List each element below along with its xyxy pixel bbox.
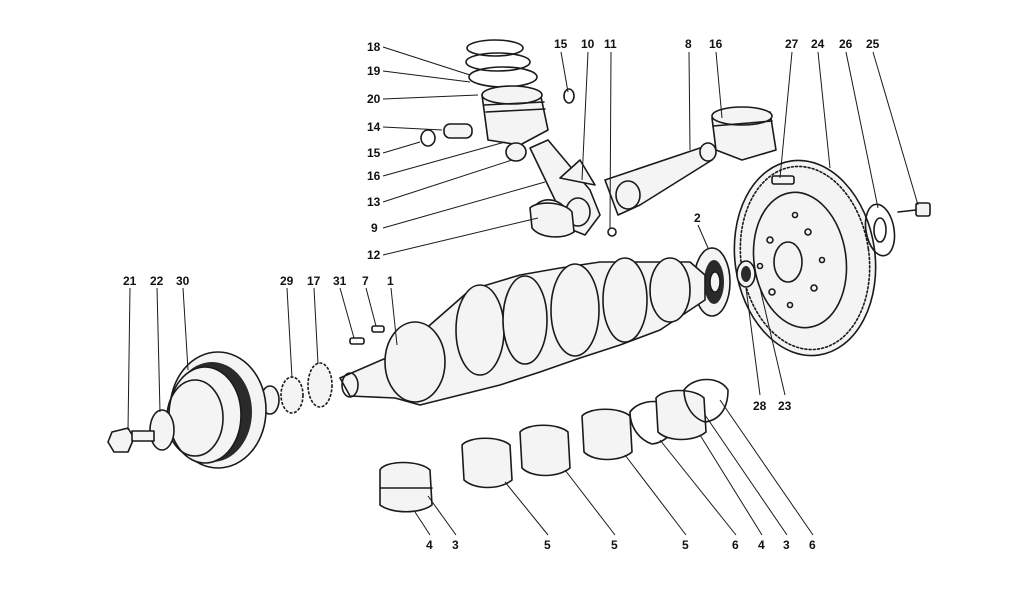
callout-22: 22 <box>150 274 164 288</box>
callout-4: 4 <box>426 538 433 552</box>
piston-pin <box>420 88 575 147</box>
callout-14: 14 <box>367 120 381 134</box>
piston-rings <box>465 39 538 88</box>
callout-19: 19 <box>367 64 381 78</box>
callout-21: 21 <box>123 274 137 288</box>
callout-26: 26 <box>839 37 853 51</box>
callout-27: 27 <box>785 37 799 51</box>
callout-8: 8 <box>685 37 692 51</box>
callout-labels: 18 19 20 14 15 16 13 9 12 15 10 11 8 16 … <box>123 37 880 552</box>
flywheel <box>733 159 877 357</box>
rear-oil-seal <box>693 247 731 317</box>
callout-31: 31 <box>333 274 347 288</box>
callout-6-b: 6 <box>809 538 816 552</box>
callout-15: 15 <box>367 146 381 160</box>
callout-9: 9 <box>371 221 378 235</box>
piston-2 <box>711 106 777 161</box>
callout-6-a: 6 <box>732 538 739 552</box>
callout-11: 11 <box>604 37 617 51</box>
flywheel-gasket <box>864 203 896 257</box>
callout-30: 30 <box>176 274 190 288</box>
timing-gear <box>260 362 333 415</box>
callout-28: 28 <box>753 399 767 413</box>
piston <box>481 85 549 146</box>
callout-1: 1 <box>387 274 394 288</box>
callout-29: 29 <box>280 274 294 288</box>
callout-25: 25 <box>866 37 880 51</box>
pulley-bolt <box>107 427 155 453</box>
flywheel-bolt <box>897 202 931 217</box>
callout-3-b: 3 <box>783 538 790 552</box>
callout-16: 16 <box>367 169 381 183</box>
crankshaft-pulley-damper <box>149 351 267 469</box>
callout-3: 3 <box>452 538 459 552</box>
big-end-bearing-shells <box>529 202 575 238</box>
callout-5-c: 5 <box>682 538 689 552</box>
callout-23: 23 <box>778 399 792 413</box>
key-31 <box>349 337 365 345</box>
callout-12: 12 <box>367 248 381 262</box>
callout-7: 7 <box>362 274 369 288</box>
callout-5-b: 5 <box>611 538 618 552</box>
callout-2: 2 <box>694 211 701 225</box>
crankshaft <box>339 257 706 406</box>
connecting-rod-2 <box>604 142 717 216</box>
callout-10: 10 <box>581 37 595 51</box>
key-7 <box>371 325 385 333</box>
callout-24: 24 <box>811 37 825 51</box>
main-bearing-shells <box>379 378 729 513</box>
leader-lines <box>127 46 919 536</box>
callout-4-b: 4 <box>758 538 765 552</box>
callout-16-top: 16 <box>709 37 723 51</box>
callout-20: 20 <box>367 92 381 106</box>
callout-13: 13 <box>367 195 381 209</box>
callout-17: 17 <box>307 274 321 288</box>
callout-5-a: 5 <box>544 538 551 552</box>
callout-15-top: 15 <box>554 37 568 51</box>
callout-18: 18 <box>367 40 381 54</box>
pilot-bearing <box>736 260 756 288</box>
